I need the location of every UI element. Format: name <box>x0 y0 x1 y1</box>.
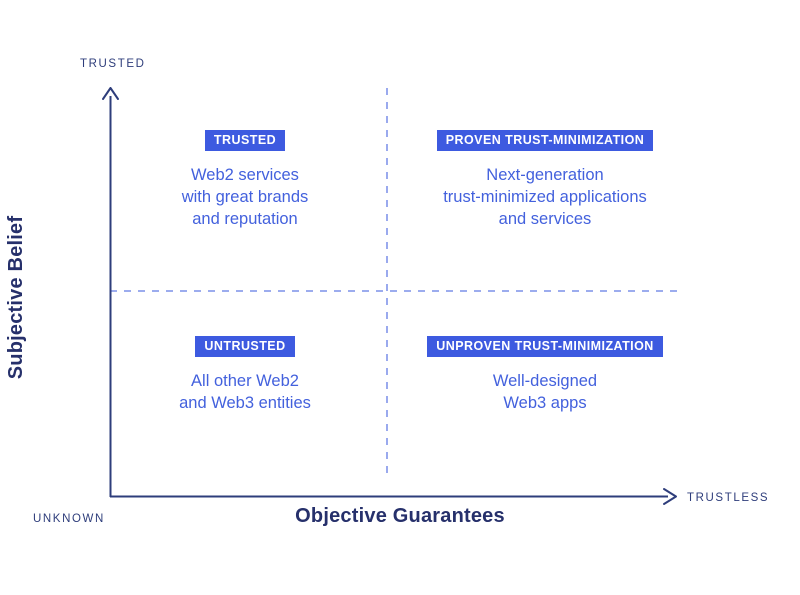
quadrant-badge-unproven-trust-minimization: UNPROVEN TRUST-MINIMIZATION <box>427 336 663 357</box>
y-axis-title-text: Subjective Belief <box>5 215 28 380</box>
quadrant-badge-trusted: TRUSTED <box>204 130 286 151</box>
y-axis-title: Subjective Belief <box>0 0 34 595</box>
quadrant-body-untrusted: All other Web2 and Web3 entities <box>179 372 311 412</box>
quadrant-badge-untrusted: UNTRUSTED <box>195 336 295 357</box>
quadrant-body-unproven-trust-minimization: Well-designed Web3 apps <box>492 372 598 412</box>
x-axis-title: Objective Guarantees <box>295 505 505 527</box>
y-axis-high-label: TRUSTED <box>80 58 146 70</box>
quadrant-body-proven-trust-minimization: Next-generation trust-minimized applicat… <box>443 166 647 228</box>
quadrant-body-trusted: Web2 services with great brands and repu… <box>181 166 309 228</box>
x-axis-arrow-icon <box>663 488 677 505</box>
quadrant-badge-proven-trust-minimization: PROVEN TRUST-MINIMIZATION <box>436 130 654 151</box>
x-axis-low-label: UNKNOWN <box>33 513 105 525</box>
quadrant-bottom-left: UNTRUSTED All other Web2 and Web3 entiti… <box>140 336 350 414</box>
quadrant-top-left: TRUSTED Web2 services with great brands … <box>140 130 350 230</box>
quadrant-bottom-right: UNPROVEN TRUST-MINIMIZATION Well-designe… <box>400 336 690 414</box>
x-axis-high-label: TRUSTLESS <box>687 492 770 504</box>
quadrant-top-right: PROVEN TRUST-MINIMIZATION Next-generatio… <box>400 130 690 230</box>
y-axis-arrow-icon <box>102 87 119 100</box>
